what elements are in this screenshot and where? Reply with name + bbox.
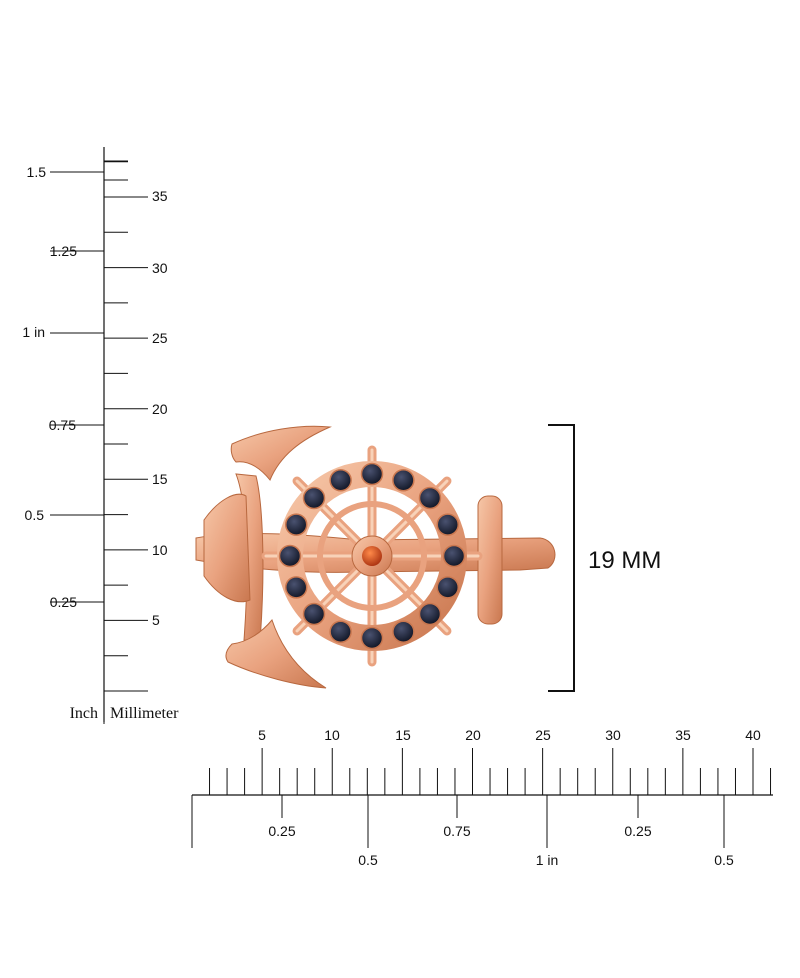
h-inch-label-0-25: 0.25	[268, 823, 295, 839]
center-stone	[362, 546, 382, 566]
h-inch-label-0-5b: 0.5	[714, 852, 734, 868]
anchor-ring	[195, 425, 556, 689]
sapphire-stone	[360, 626, 384, 650]
mm-label-15: 15	[152, 471, 168, 487]
vertical-ruler: 1.5 1.25 1 in 0.75 0.5 0.25 35 30 25 20 …	[22, 147, 179, 724]
sapphire-stone	[302, 602, 326, 626]
sapphire-stone	[302, 486, 326, 510]
horizontal-inch-ticks	[191, 795, 725, 848]
mm-label-20: 20	[152, 401, 168, 417]
anchor-upper-fluke	[230, 425, 332, 481]
sapphire-stone	[442, 544, 466, 568]
anchor-crown	[203, 493, 251, 603]
h-mm-label-35: 35	[675, 727, 691, 743]
sapphire-stone	[392, 468, 415, 492]
mm-label-10: 10	[152, 542, 168, 558]
h-inch-label-0-25b: 0.25	[624, 823, 651, 839]
anchor-stock	[477, 495, 503, 625]
sapphire-stone	[284, 513, 308, 536]
horizontal-ruler: 5 10 15 20 25 30 35 40 0.25 0.5 0.75 1 i…	[191, 727, 773, 868]
mm-label-5: 5	[152, 612, 160, 628]
wheel-inner-ring	[317, 501, 427, 611]
h-inch-label-0-75: 0.75	[443, 823, 470, 839]
sapphire-stone	[278, 544, 302, 568]
inch-label-0-5: 0.5	[25, 507, 45, 523]
h-mm-label-10: 10	[324, 727, 340, 743]
inch-label-0-75: 0.75	[49, 417, 76, 433]
inch-label-1-in: 1 in	[22, 324, 45, 340]
sapphire-stone	[392, 620, 415, 644]
h-mm-label-40: 40	[745, 727, 761, 743]
dimension-bracket	[548, 424, 575, 692]
sapphire-stone	[436, 576, 460, 599]
ship-wheel	[261, 445, 483, 667]
inch-label-1-5: 1.5	[27, 164, 47, 180]
h-mm-label-15: 15	[395, 727, 411, 743]
inch-label-1-25: 1.25	[50, 243, 77, 259]
inch-label-0-25: 0.25	[50, 594, 77, 610]
sapphire-stone	[284, 576, 308, 599]
anchor-lower-fluke	[225, 618, 327, 689]
sapphire-stone	[360, 462, 384, 486]
vertical-inch-ticks	[50, 171, 104, 603]
vertical-mm-ticks	[104, 160, 148, 692]
h-inch-label-1-in: 1 in	[536, 852, 559, 868]
sapphire-stone	[418, 486, 442, 510]
h-mm-label-30: 30	[605, 727, 621, 743]
mm-label-30: 30	[152, 260, 168, 276]
sapphire-stone	[436, 513, 460, 536]
h-mm-label-5: 5	[258, 727, 266, 743]
mm-label-25: 25	[152, 330, 168, 346]
unit-mm-label: Millimeter	[110, 705, 179, 722]
unit-inch-label: Inch	[70, 705, 98, 722]
height-dimension: 19 MM	[548, 424, 661, 692]
h-mm-label-20: 20	[465, 727, 481, 743]
mm-label-35: 35	[152, 188, 168, 204]
horizontal-mm-ticks	[209, 748, 772, 795]
sapphire-stone	[329, 468, 352, 492]
sapphire-stone	[329, 620, 352, 644]
h-inch-label-0-5: 0.5	[358, 852, 378, 868]
dimension-label: 19 MM	[588, 547, 661, 574]
sapphire-stone	[418, 602, 442, 626]
h-mm-label-25: 25	[535, 727, 551, 743]
